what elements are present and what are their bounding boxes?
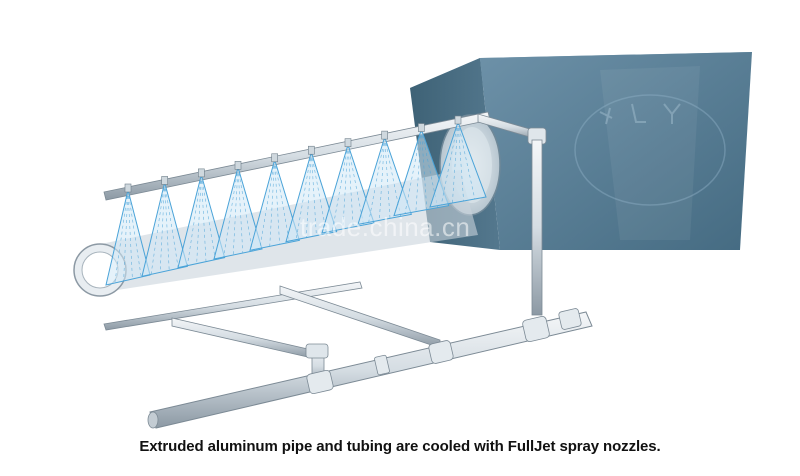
- spray-nozzle: [271, 153, 278, 163]
- embossed-emblem: [599, 103, 681, 125]
- spray-nozzle: [381, 130, 388, 140]
- spray-nozzle: [161, 176, 168, 185]
- spray-cone: [105, 183, 151, 286]
- spray-cone: [321, 138, 375, 234]
- spray-nozzle: [418, 123, 425, 132]
- spray-nozzle: [198, 168, 205, 178]
- spray-nozzle: [308, 145, 315, 155]
- watermark-text: trade.china.cn: [300, 212, 471, 242]
- spray-cone: [285, 145, 338, 243]
- spray-nozzle: [234, 161, 242, 170]
- spray-cones: [105, 115, 487, 286]
- spray-nozzle: [124, 183, 132, 193]
- spray-cone: [213, 161, 263, 260]
- supply-piping: [147, 285, 593, 429]
- spray-cone: [141, 176, 188, 277]
- spray-nozzle: [344, 138, 352, 147]
- spray-cone: [429, 115, 487, 208]
- spray-nozzle: [454, 115, 462, 125]
- spray-cone: [177, 168, 226, 269]
- spray-cone: [249, 153, 300, 251]
- figure-caption: Extruded aluminum pipe and tubing are co…: [139, 438, 661, 455]
